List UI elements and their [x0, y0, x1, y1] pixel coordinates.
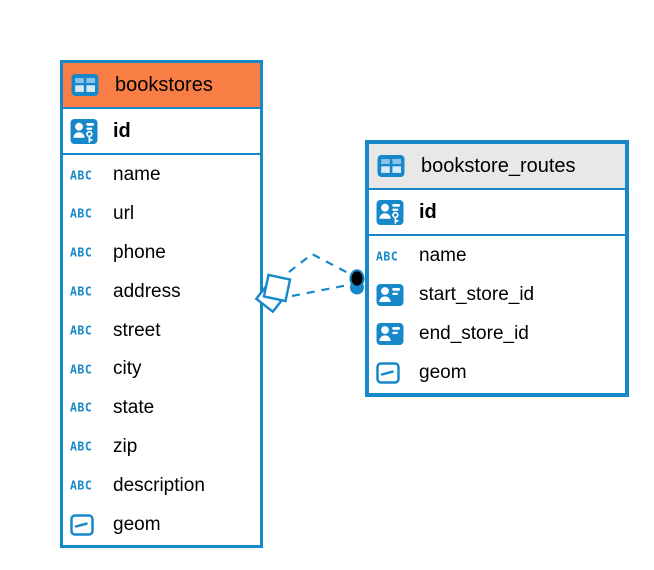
- table-header[interactable]: bookstore_routes: [369, 144, 625, 190]
- text-icon-slot: ABC: [70, 166, 104, 183]
- table-title: bookstore_routes: [421, 154, 576, 177]
- column-row[interactable]: geom: [63, 505, 260, 544]
- column-name: address: [113, 280, 181, 302]
- column-name: name: [419, 245, 467, 267]
- text-icon: ABC: [70, 205, 93, 222]
- text-icon: ABC: [70, 477, 93, 493]
- column-name: street: [113, 319, 161, 341]
- column-name: url: [113, 203, 135, 225]
- column-row[interactable]: geom: [369, 353, 625, 392]
- column-row[interactable]: ABC state: [63, 389, 260, 428]
- geometry-icon-slot: [376, 361, 410, 384]
- column-name: zip: [113, 435, 138, 457]
- person-ref-icon: [376, 284, 404, 307]
- person-key-icon: [70, 118, 104, 145]
- relation-line-lower: [291, 283, 349, 298]
- column-name: phone: [113, 241, 166, 263]
- column-row[interactable]: start_store_id: [369, 276, 625, 315]
- text-icon-slot: ABC: [70, 360, 104, 377]
- text-icon: ABC: [376, 247, 399, 264]
- column-name: name: [113, 164, 161, 186]
- text-icon-slot: ABC: [70, 399, 104, 416]
- text-icon-slot: ABC: [376, 247, 410, 264]
- text-icon-slot: ABC: [70, 322, 104, 338]
- column-name: geom: [419, 361, 467, 383]
- primary-key-name: id: [113, 119, 131, 142]
- text-icon: ABC: [70, 244, 93, 260]
- text-icon: ABC: [70, 399, 93, 416]
- geometry-icon: [70, 513, 94, 536]
- text-icon-slot: ABC: [70, 438, 104, 454]
- person-key-icon: [376, 199, 410, 226]
- column-row[interactable]: ABC name: [369, 237, 625, 276]
- column-name: end_store_id: [419, 322, 529, 344]
- column-row[interactable]: ABC zip: [63, 428, 260, 467]
- person-ref-icon-slot: [376, 283, 410, 307]
- column-row[interactable]: ABC phone: [63, 234, 260, 273]
- text-icon: ABC: [70, 166, 93, 183]
- column-row[interactable]: ABC city: [63, 350, 260, 389]
- text-icon-slot: ABC: [70, 477, 104, 493]
- primary-key-name: id: [419, 200, 437, 223]
- table-title: bookstores: [115, 73, 213, 96]
- text-icon: ABC: [70, 322, 93, 338]
- table-icon: [377, 154, 411, 178]
- text-icon-slot: ABC: [70, 283, 104, 299]
- geometry-icon-slot: [70, 513, 104, 536]
- column-name: city: [113, 358, 142, 380]
- relation-target-marker: [349, 269, 365, 295]
- column-row[interactable]: ABC street: [63, 311, 260, 350]
- person-ref-icon: [376, 322, 404, 345]
- column-row[interactable]: ABC address: [63, 272, 260, 311]
- column-row[interactable]: end_store_id: [369, 315, 625, 354]
- column-row[interactable]: ABC description: [63, 466, 260, 505]
- column-name: description: [113, 474, 205, 496]
- text-icon: ABC: [70, 360, 93, 377]
- relation-connector[interactable]: [254, 252, 365, 314]
- text-icon: ABC: [70, 283, 93, 299]
- primary-key-row[interactable]: id: [369, 190, 625, 236]
- geometry-icon: [376, 361, 400, 384]
- text-icon: ABC: [70, 438, 93, 454]
- person-ref-icon-slot: [376, 322, 410, 346]
- relation-line-upper: [288, 252, 351, 275]
- column-name: start_store_id: [419, 284, 535, 306]
- column-row[interactable]: ABC name: [63, 156, 260, 195]
- text-icon-slot: ABC: [70, 205, 104, 222]
- column-name: geom: [113, 513, 161, 535]
- primary-key-row[interactable]: id: [63, 109, 260, 155]
- table-bookstore-routes[interactable]: bookstore_routes id ABC name start_store_i…: [365, 140, 629, 397]
- table-header[interactable]: bookstores: [63, 63, 260, 109]
- column-name: state: [113, 397, 155, 419]
- table-icon: [71, 73, 105, 97]
- text-icon-slot: ABC: [70, 244, 104, 260]
- column-row[interactable]: ABC url: [63, 195, 260, 234]
